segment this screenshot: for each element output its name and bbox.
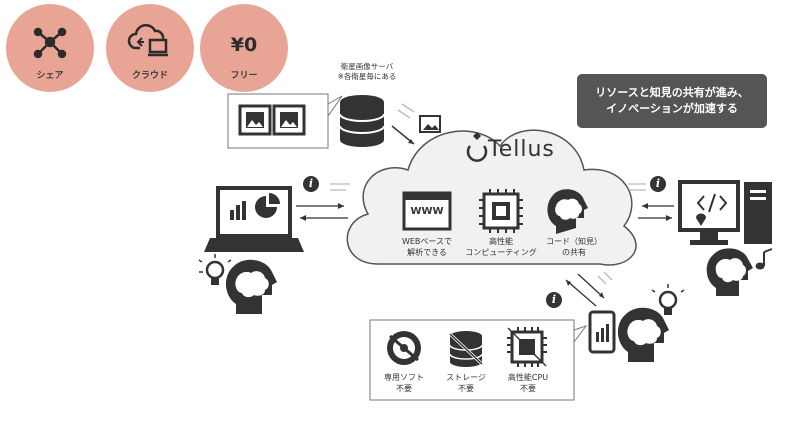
image-transfer-icon bbox=[391, 103, 441, 145]
info-icon-right: i bbox=[650, 176, 666, 192]
right-connector-arrows bbox=[628, 183, 674, 221]
callout-line1: リソースと知見の共有が進み、 bbox=[595, 86, 749, 99]
left-connector-arrows bbox=[296, 183, 350, 221]
lightbulb-icon-right bbox=[651, 284, 685, 315]
tellus-logo-icon bbox=[466, 132, 488, 162]
feature-code-label: コード（知見） の共有 bbox=[536, 236, 612, 258]
satellite-server-label: 衛星画像サーバ ※各衛星毎にある bbox=[327, 62, 407, 82]
cpu-chip-icon bbox=[479, 189, 523, 233]
benefit-storage-line1: ストレージ bbox=[446, 373, 486, 382]
innovation-callout: リソースと知見の共有が進み、 イノベーションが加速する bbox=[577, 74, 767, 128]
info-icon-left: i bbox=[303, 176, 319, 192]
cloud-sync-icon bbox=[106, 24, 194, 64]
left-user-brain-icon bbox=[225, 259, 277, 314]
callout-line2: イノベーションが加速する bbox=[606, 102, 738, 115]
music-note-icon bbox=[755, 248, 773, 270]
brain-head-icon bbox=[547, 189, 588, 234]
benefit-storage-label: ストレージ 不要 bbox=[438, 372, 494, 394]
info-glyph-left: i bbox=[308, 177, 314, 190]
storage-database-icon bbox=[448, 331, 484, 367]
info-glyph-mobile: i bbox=[551, 293, 557, 306]
feature-code-line2: の共有 bbox=[562, 248, 586, 257]
www-browser-icon bbox=[402, 191, 452, 231]
software-disc-icon bbox=[387, 331, 421, 365]
feature-code-line1: コード（知見） bbox=[546, 237, 602, 246]
yen-sign: ¥0 bbox=[230, 34, 258, 56]
feature-web-line1: WEBベースで bbox=[401, 237, 453, 246]
feature-hpc-line1: 高性能 bbox=[489, 237, 513, 246]
satellite-server-line1: 衛星画像サーバ bbox=[340, 62, 394, 71]
desktop-computer-icon bbox=[678, 180, 772, 245]
mobile-user-brain-icon bbox=[617, 307, 669, 362]
laptop-icon bbox=[204, 186, 304, 252]
bottom-cpu-chip-icon bbox=[507, 327, 547, 367]
badge-cloud-label: クラウド bbox=[131, 71, 168, 81]
feature-web-label: WEBベースで 解析できる bbox=[392, 236, 462, 258]
share-network-icon bbox=[6, 24, 94, 64]
badge-share: シェア bbox=[6, 4, 94, 92]
right-user-brain-icon bbox=[706, 248, 753, 296]
badge-free: ¥0 フリー bbox=[200, 4, 288, 92]
feature-hpc-line2: コンピューティング bbox=[465, 248, 537, 257]
smartphone-icon bbox=[588, 310, 616, 354]
benefit-cpu-label: 高性能CPU 不要 bbox=[498, 372, 558, 394]
info-icon-mobile: i bbox=[546, 292, 562, 308]
badge-cloud: クラウド bbox=[106, 4, 194, 92]
satellite-images-frame bbox=[227, 93, 343, 149]
benefit-software-label: 専用ソフト 不要 bbox=[376, 372, 432, 394]
benefit-storage-line2: 不要 bbox=[458, 384, 474, 393]
database-icon bbox=[339, 95, 385, 147]
www-text: WWW bbox=[410, 206, 444, 217]
feature-hpc-label: 高性能 コンピューティング bbox=[462, 236, 540, 258]
benefit-cpu-line1: 高性能CPU bbox=[507, 373, 549, 382]
benefit-cpu-line2: 不要 bbox=[520, 384, 536, 393]
lightbulb-icon-left bbox=[198, 254, 232, 285]
mobile-connector-arrows bbox=[565, 271, 613, 307]
benefit-software-line2: 不要 bbox=[396, 384, 412, 393]
info-glyph-right: i bbox=[655, 177, 661, 190]
tellus-brand: Tellus bbox=[488, 137, 555, 162]
satellite-server-line2: ※各衛星毎にある bbox=[337, 72, 397, 81]
benefit-software-line1: 専用ソフト bbox=[384, 373, 424, 382]
feature-web-line2: 解析できる bbox=[407, 248, 447, 257]
badge-share-label: シェア bbox=[36, 71, 64, 81]
badge-free-label: フリー bbox=[230, 71, 258, 81]
